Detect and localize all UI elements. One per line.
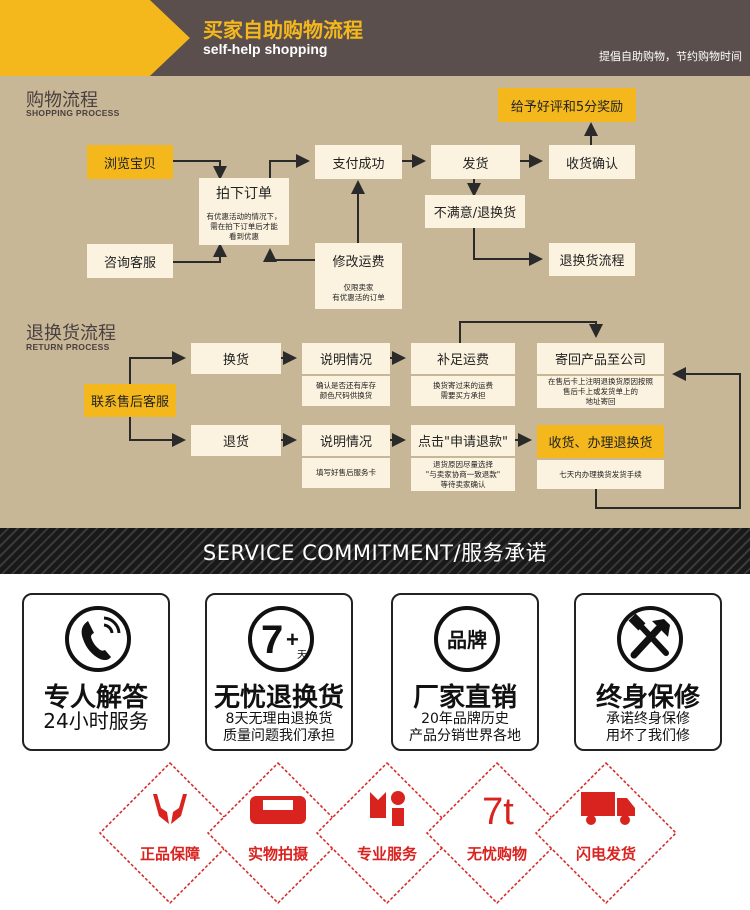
exchange-box: 换货 bbox=[191, 343, 281, 374]
card-support-title: 专人解答 bbox=[43, 683, 148, 713]
sendback-box: 寄回产品至公司 bbox=[537, 343, 664, 374]
receive-note: 七天内办理换货发货手续 bbox=[537, 460, 664, 489]
badge-genuine-label: 正品保障 bbox=[139, 845, 200, 863]
shopping-title: 购物流程 bbox=[26, 90, 98, 111]
card-return: 7 + 天 无忧退换货 8天无理由退换货 质量问题我们承担 bbox=[205, 593, 353, 751]
badge-worry-free: 7t 无忧购物 bbox=[422, 760, 572, 910]
returns-title: 退换货流程 bbox=[26, 323, 116, 344]
card-direct-sub: 20年品牌历史 产品分销世界各地 bbox=[409, 711, 521, 744]
apply-refund-box: 点击"申请退款" bbox=[411, 425, 515, 456]
topup-box: 补足运费 bbox=[411, 343, 515, 374]
receive-box: 收货、办理退换货 bbox=[537, 425, 664, 458]
tools-icon bbox=[617, 606, 683, 672]
pay-box: 支付成功 bbox=[315, 145, 402, 179]
service-icon bbox=[370, 791, 405, 826]
consult-box: 咨询客服 bbox=[87, 244, 173, 278]
topup-note: 换货寄过来的运费 需要买方承担 bbox=[411, 376, 515, 406]
badge-fast-ship: 闪电发货 bbox=[531, 760, 681, 910]
header-arrow-icon bbox=[0, 0, 200, 76]
modify-box: 修改运费 bbox=[315, 243, 402, 277]
card-direct-title: 厂家直销 bbox=[412, 683, 517, 713]
card-direct: 品牌 厂家直销 20年品牌历史 产品分销世界各地 bbox=[391, 593, 539, 751]
seven-day-icon-plus: + bbox=[286, 627, 299, 652]
browse-box: 浏览宝贝 bbox=[87, 145, 173, 179]
badge-service: 专业服务 bbox=[312, 760, 462, 910]
return-flow-box: 退换货流程 bbox=[549, 243, 635, 276]
service-banner-title: SERVICE COMMITMENT/服务承诺 bbox=[202, 541, 548, 565]
explain2-note: 填写好售后服务卡 bbox=[302, 458, 390, 488]
seven-day-icon-small: 天 bbox=[297, 650, 307, 661]
seven-day-icon: 7 + 天 bbox=[248, 606, 314, 672]
brand-icon: 品牌 bbox=[434, 606, 500, 672]
header-subtitle: self-help shopping bbox=[203, 41, 328, 57]
order-note: 有优惠活动的情况下， 需在拍下订单后才能 看到优惠 bbox=[199, 208, 289, 245]
card-return-sub: 8天无理由退换货 质量问题我们承担 bbox=[223, 711, 335, 744]
seven-day-icon-digit: 7 bbox=[261, 618, 283, 662]
contact-box: 联系售后客服 bbox=[84, 384, 176, 417]
card-return-title: 无忧退换货 bbox=[213, 683, 344, 713]
badge-photo-label: 实物拍摄 bbox=[247, 845, 308, 863]
card-warranty-sub: 承诺终身保修 用坏了我们修 bbox=[606, 711, 690, 744]
explain2-box: 说明情况 bbox=[302, 425, 390, 456]
brand-icon-text: 品牌 bbox=[447, 628, 487, 652]
header-bar: 买家自助购物流程 self-help shopping 提倡自助购物，节约购物时… bbox=[0, 0, 750, 76]
card-support: 专人解答 24小时服务 bbox=[22, 593, 170, 751]
returns-subtitle: RETURN PROCESS bbox=[26, 342, 110, 352]
camera-icon bbox=[250, 796, 306, 824]
badge-photo: 实物拍摄 bbox=[203, 760, 353, 910]
badge-service-label: 专业服务 bbox=[356, 845, 417, 863]
badge-worry-free-label: 无忧购物 bbox=[466, 845, 527, 863]
header-title: 买家自助购物流程 bbox=[203, 18, 363, 42]
card-warranty: 终身保修 承诺终身保修 用坏了我们修 bbox=[574, 593, 722, 751]
card-support-sub: 24小时服务 bbox=[43, 709, 149, 733]
service-banner: SERVICE COMMITMENT/服务承诺 bbox=[0, 528, 750, 574]
order-box: 拍下订单 bbox=[199, 178, 289, 208]
phone-icon bbox=[65, 606, 131, 672]
unsatisfied-box: 不满意/退换货 bbox=[425, 195, 525, 228]
seven-t-icon-text: 7t bbox=[482, 791, 514, 832]
sendback-note: 在售后卡上注明退换货原因按照 售后卡上或发货单上的 地址寄回 bbox=[537, 376, 664, 408]
shopping-subtitle: SHOPPING PROCESS bbox=[26, 108, 120, 118]
reward-box: 给予好评和5分奖励 bbox=[498, 88, 636, 122]
header-slogan: 提倡自助购物，节约购物时间 bbox=[599, 50, 742, 63]
badge-fast-ship-label: 闪电发货 bbox=[575, 845, 636, 863]
apply-refund-note: 退货原因尽量选择 "与卖家协商一致退款" 等待卖家确认 bbox=[411, 458, 515, 491]
truck-icon bbox=[581, 792, 635, 825]
explain1-note: 确认是否还有库存 颜色尺码供换货 bbox=[302, 376, 390, 406]
hands-icon bbox=[153, 794, 187, 824]
card-warranty-title: 终身保修 bbox=[595, 683, 700, 713]
ship-box: 发货 bbox=[431, 145, 520, 179]
confirm-box: 收货确认 bbox=[549, 145, 635, 179]
badge-genuine: 正品保障 bbox=[95, 760, 245, 910]
refund-box: 退货 bbox=[191, 425, 281, 456]
seven-t-icon: 7t bbox=[482, 791, 514, 832]
modify-note: 仅限卖家 有优惠活的订单 bbox=[315, 277, 402, 309]
explain1-box: 说明情况 bbox=[302, 343, 390, 374]
